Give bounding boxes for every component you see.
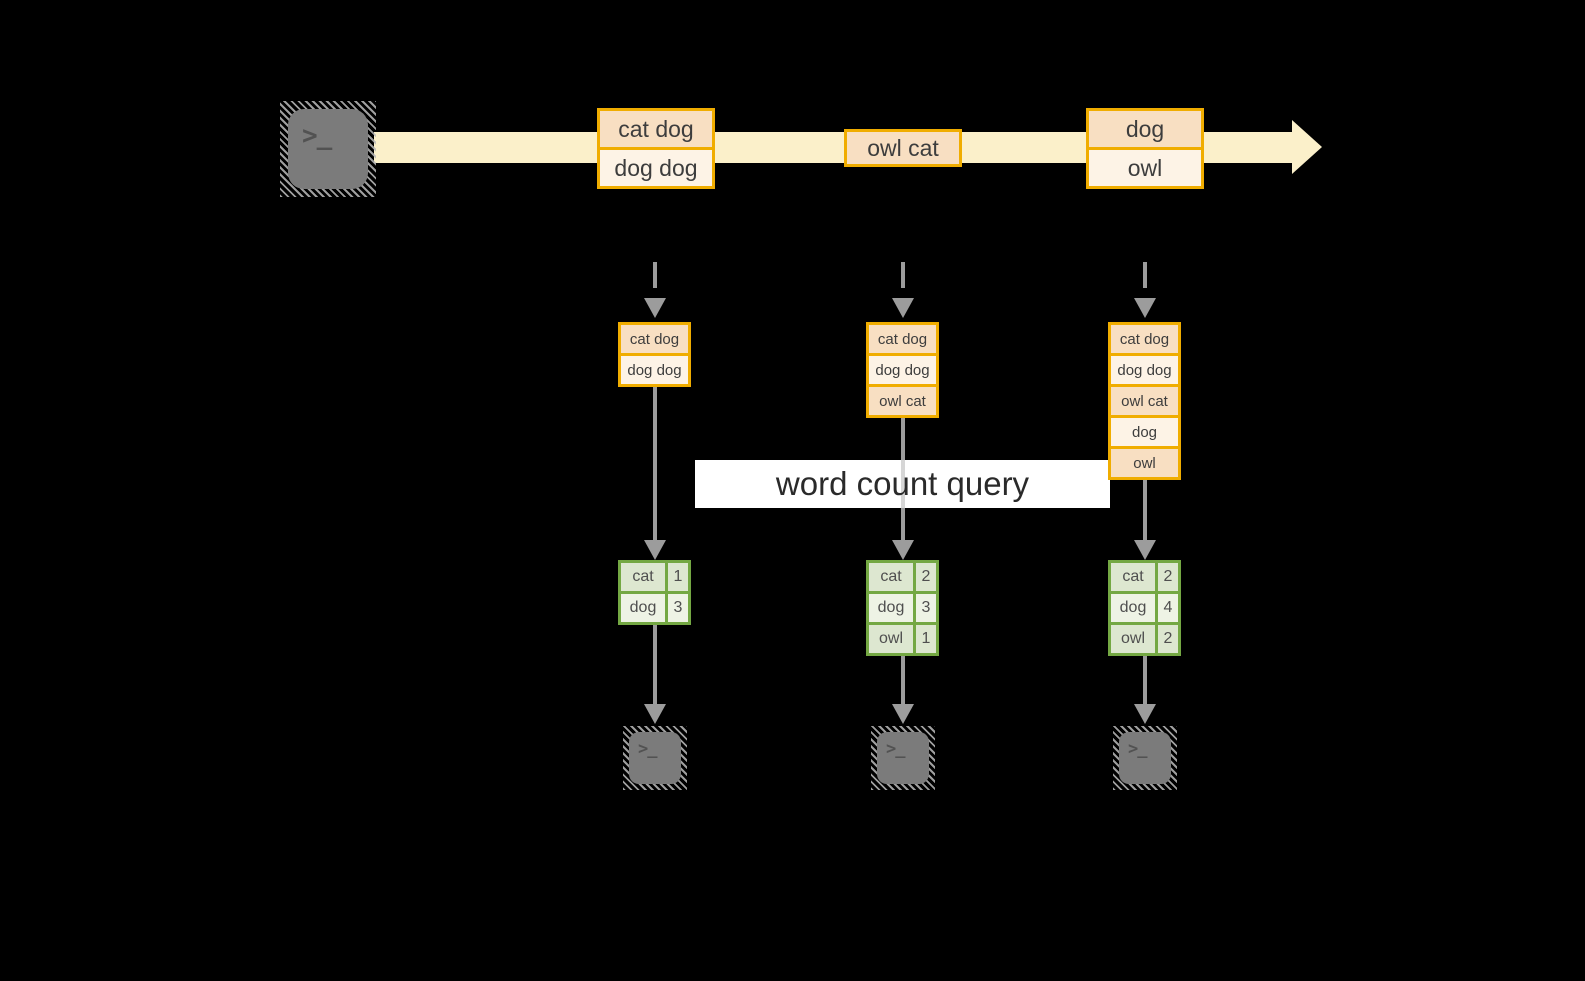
query-label-box: word count query: [695, 460, 1110, 508]
flow-arrowhead-icon: [644, 704, 666, 724]
count-word: cat: [1111, 563, 1155, 591]
stream-message: dog dog: [600, 150, 712, 186]
flow-arrowhead-icon: [892, 540, 914, 560]
buffer-row: dog dog: [1111, 356, 1178, 384]
count-row: dog 4: [1111, 594, 1178, 622]
flow-arrow-line: [653, 625, 657, 705]
flow-arrowhead-icon: [1134, 540, 1156, 560]
dashed-arrowhead-icon: [892, 298, 914, 318]
buffer-row: dog: [1111, 418, 1178, 446]
count-value: 1: [668, 563, 688, 591]
count-value: 3: [668, 594, 688, 622]
flow-arrow-line: [901, 656, 905, 705]
message-buffer-1: cat dog dog dog: [618, 322, 691, 387]
count-word: cat: [621, 563, 665, 591]
dashed-arrow-line: [901, 262, 905, 288]
terminal-icon: >_: [623, 726, 687, 790]
message-buffer-3: cat dog dog dog owl cat dog owl: [1108, 322, 1181, 480]
count-word: dog: [621, 594, 665, 622]
stream-message-batch-3: dog owl: [1086, 108, 1204, 189]
buffer-row: cat dog: [621, 325, 688, 353]
terminal-prompt-icon: >_: [302, 121, 332, 151]
stream-message: dog: [1089, 111, 1201, 147]
stream-message: owl: [1089, 150, 1201, 186]
terminal-prompt-icon: >_: [1128, 739, 1148, 759]
count-value: 2: [1158, 563, 1178, 591]
flow-arrowhead-icon: [644, 540, 666, 560]
dashed-arrowhead-icon: [1134, 298, 1156, 318]
flow-arrow-line: [1143, 656, 1147, 705]
terminal-screen: >_: [288, 109, 368, 189]
terminal-icon: >_: [1113, 726, 1177, 790]
buffer-row: owl cat: [869, 387, 936, 415]
count-word: owl: [869, 625, 913, 653]
flow-arrow-line-overlay: [901, 460, 905, 508]
buffer-row: owl cat: [1111, 387, 1178, 415]
count-value: 2: [916, 563, 936, 591]
count-row: owl 2: [1111, 625, 1178, 653]
count-table-2: cat 2 dog 3 owl 1: [866, 560, 939, 656]
count-value: 2: [1158, 625, 1178, 653]
buffer-row: dog dog: [621, 356, 688, 384]
count-row: dog 3: [621, 594, 688, 622]
buffer-row: cat dog: [869, 325, 936, 353]
flow-arrowhead-icon: [1134, 704, 1156, 724]
flow-arrowhead-icon: [892, 704, 914, 724]
flow-arrow-line: [1143, 480, 1147, 542]
stream-arrowhead-icon: [1292, 120, 1322, 174]
count-word: dog: [1111, 594, 1155, 622]
buffer-row: dog dog: [869, 356, 936, 384]
count-value: 1: [916, 625, 936, 653]
stream-message-batch-2: owl cat: [844, 129, 962, 167]
stream-message: owl cat: [847, 132, 959, 164]
terminal-prompt-icon: >_: [638, 739, 658, 759]
flow-arrow-line: [653, 387, 657, 542]
terminal-icon: >_: [871, 726, 935, 790]
buffer-row: owl: [1111, 449, 1178, 477]
stream-message-batch-1: cat dog dog dog: [597, 108, 715, 189]
count-row: cat 2: [869, 563, 936, 591]
count-row: owl 1: [869, 625, 936, 653]
stream-message: cat dog: [600, 111, 712, 147]
dashed-arrow-line: [653, 262, 657, 288]
buffer-row: cat dog: [1111, 325, 1178, 353]
terminal-screen: >_: [629, 732, 681, 784]
query-label: word count query: [775, 465, 1030, 502]
count-row: dog 3: [869, 594, 936, 622]
count-row: cat 1: [621, 563, 688, 591]
count-table-3: cat 2 dog 4 owl 2: [1108, 560, 1181, 656]
count-word: cat: [869, 563, 913, 591]
count-table-1: cat 1 dog 3: [618, 560, 691, 625]
dashed-arrow-line: [1143, 262, 1147, 288]
count-word: owl: [1111, 625, 1155, 653]
count-row: cat 2: [1111, 563, 1178, 591]
count-value: 3: [916, 594, 936, 622]
count-word: dog: [869, 594, 913, 622]
terminal-prompt-icon: >_: [886, 739, 906, 759]
count-value: 4: [1158, 594, 1178, 622]
dashed-arrowhead-icon: [644, 298, 666, 318]
message-buffer-2: cat dog dog dog owl cat: [866, 322, 939, 418]
terminal-icon: >_: [280, 101, 376, 197]
terminal-screen: >_: [1119, 732, 1171, 784]
terminal-screen: >_: [877, 732, 929, 784]
